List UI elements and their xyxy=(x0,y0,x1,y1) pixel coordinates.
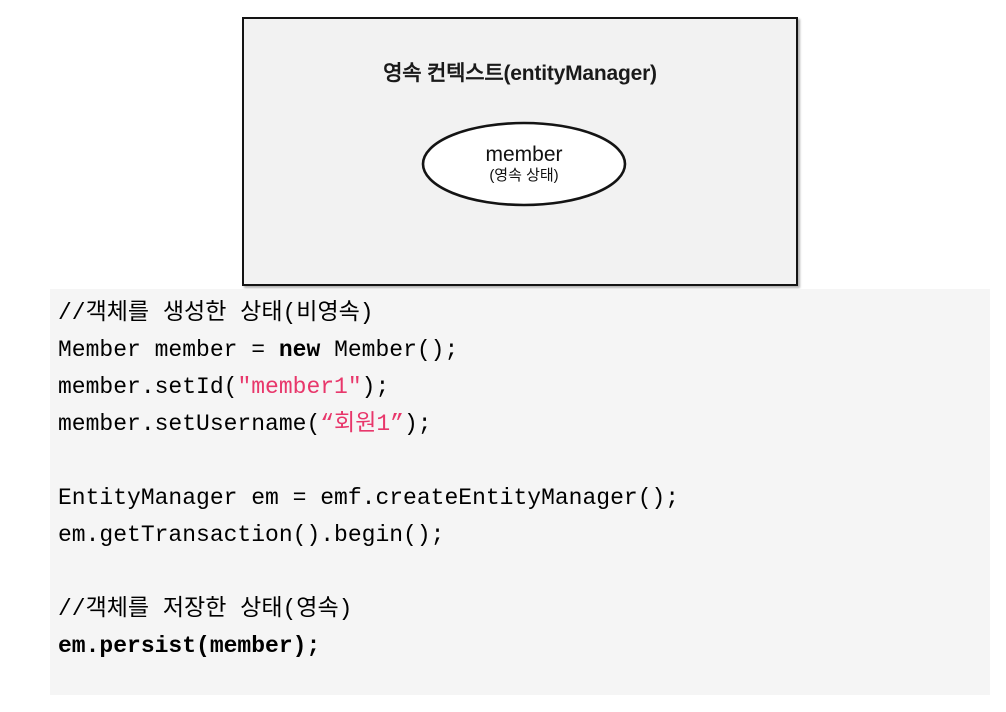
code-token-plain: member.setId( xyxy=(58,374,238,400)
code-line-comment-non-persistent: //객체를 생성한 상태(비영속) xyxy=(58,295,990,332)
code-token-bold: em.persist(member); xyxy=(58,633,321,659)
code-token-plain: ); xyxy=(403,411,432,437)
code-token-plain: Member(); xyxy=(320,337,459,363)
code-line-new-member: Member member = new Member(); xyxy=(58,332,990,369)
code-line-begin-transaction: em.getTransaction().begin(); xyxy=(58,517,990,554)
code-line-persist-call: em.persist(member); xyxy=(58,628,990,665)
code-line-set-id: member.setId("member1"); xyxy=(58,369,990,406)
member-entity-node: member (영속 상태) xyxy=(420,120,628,208)
code-token-plain: //객체를 생성한 상태(비영속) xyxy=(58,300,374,326)
code-line-create-entity-manager: EntityManager em = emf.createEntityManag… xyxy=(58,480,990,517)
member-entity-labels: member (영속 상태) xyxy=(420,120,628,208)
code-line-blank-2 xyxy=(58,554,990,591)
code-line-blank-1 xyxy=(58,443,990,480)
code-token-keyword: new xyxy=(278,337,321,363)
code-line-set-username: member.setUsername(“회원1”); xyxy=(58,406,990,443)
ellipse-shape xyxy=(421,121,627,207)
code-line-comment-persistent: //객체를 저장한 상태(영속) xyxy=(58,591,990,628)
member-entity-name: member xyxy=(485,142,563,166)
persistence-context-diagram: 영속 컨텍스트(entityManager) member (영속 상태) xyxy=(242,17,798,286)
code-token-plain: ); xyxy=(361,374,390,400)
code-token-plain: EntityManager em = emf.createEntityManag… xyxy=(58,485,680,511)
java-code-block: //객체를 생성한 상태(비영속) Member member = new Mem… xyxy=(50,289,990,695)
code-token-plain: Member member = xyxy=(58,337,279,363)
code-token-string: “회원1” xyxy=(320,411,404,437)
code-token-plain: member.setUsername( xyxy=(58,411,321,437)
code-token-string: "member1" xyxy=(237,374,362,400)
persistence-context-box: 영속 컨텍스트(entityManager) member (영속 상태) xyxy=(242,17,798,286)
code-token-plain: em.getTransaction().begin(); xyxy=(58,522,445,548)
member-entity-state: (영속 상태) xyxy=(489,167,559,185)
code-token-plain: //객체를 저장한 상태(영속) xyxy=(58,596,353,622)
persistence-context-title: 영속 컨텍스트(entityManager) xyxy=(383,62,657,85)
